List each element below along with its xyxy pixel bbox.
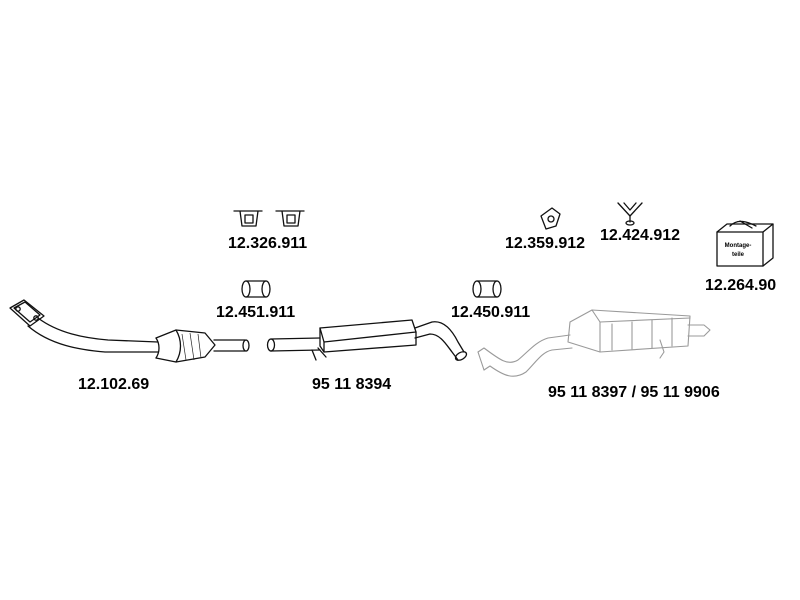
y-bracket-drawing: [617, 202, 643, 226]
mounting-kit-drawing: Montage- teile: [716, 220, 774, 267]
part-label-12-450-911: 12.450.911: [451, 304, 530, 321]
middle-silencer-drawing: [266, 319, 468, 361]
mounting-kit-text-line2: teile: [732, 252, 745, 258]
clamp-front-drawing: [241, 280, 271, 298]
rubber-mounts-drawing: [233, 210, 305, 227]
part-label-12-424-912: 12.424.912: [600, 227, 680, 244]
part-label-95-11-8394: 95 11 8394: [312, 376, 391, 393]
part-label-12-326-911: 12.326.911: [228, 235, 307, 252]
mounting-kit-text-line1: Montage-: [725, 243, 752, 249]
front-pipe-catalyst-drawing: [9, 299, 250, 363]
part-label-12-451-911: 12.451.911: [216, 304, 295, 321]
hanger-bracket-drawing: [540, 207, 561, 230]
rear-silencer-drawing: [477, 309, 711, 377]
clamp-rear-drawing: [472, 280, 502, 298]
part-label-12-359-912: 12.359.912: [505, 235, 585, 252]
part-label-12-102-69: 12.102.69: [78, 376, 149, 393]
part-label-95-11-8397-9906: 95 11 8397 / 95 11 9906: [548, 384, 720, 401]
part-label-12-264-90: 12.264.90: [705, 277, 776, 294]
